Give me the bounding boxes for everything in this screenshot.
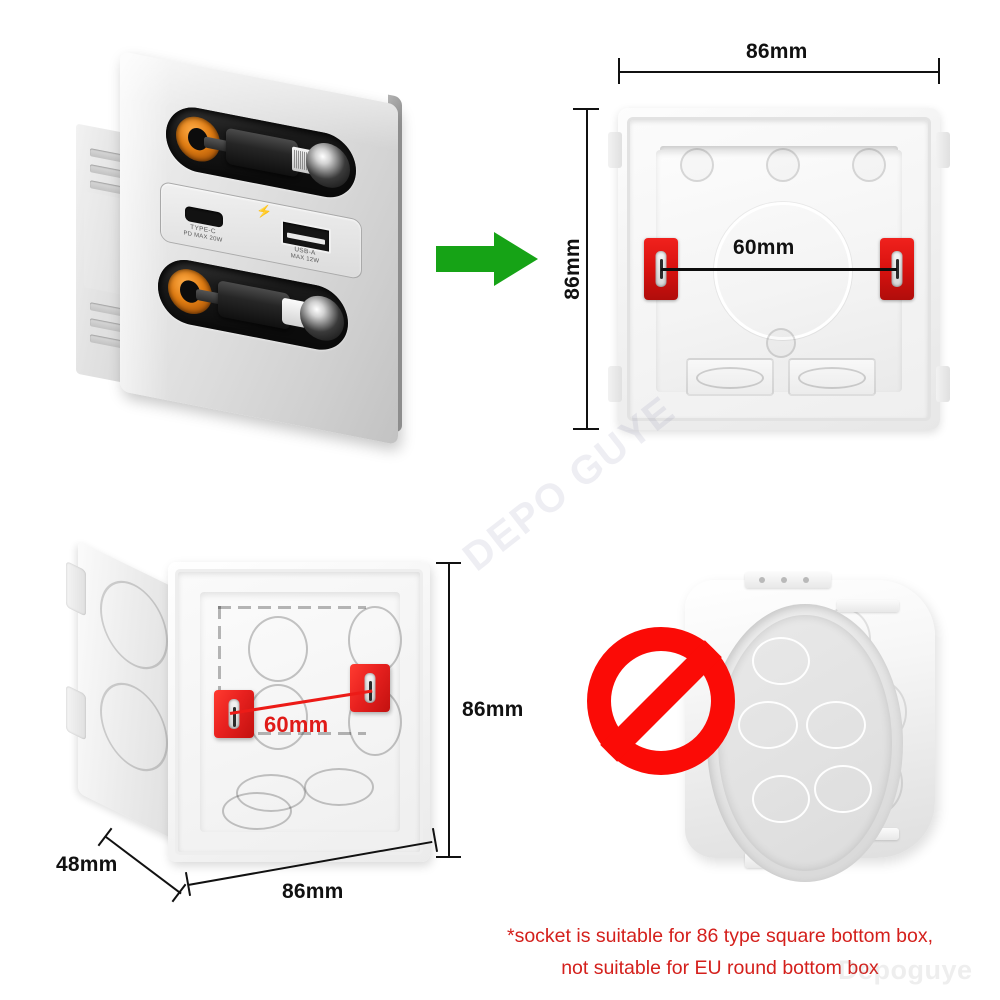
- iso-depth-label: 48mm: [56, 853, 118, 876]
- eu-round-bottom-box: [685, 572, 935, 882]
- compatibility-caption: *socket is suitable for 86 type square b…: [450, 920, 990, 984]
- bf-height-dim-line: [586, 108, 588, 430]
- usb-c-connector: [218, 280, 290, 331]
- iso-width-label: 86mm: [282, 880, 344, 903]
- caption-line-1: *socket is suitable for 86 type square b…: [507, 925, 933, 947]
- box-iso-figure: 60mm 86mm 86mm 48mm: [56, 540, 550, 940]
- bf-screw-spacing-label: 60mm: [733, 236, 795, 259]
- mounting-clip-right-iso: [350, 664, 390, 712]
- box-front-figure: 86mm 86mm: [560, 40, 980, 460]
- caption-line-2: not suitable for EU round bottom box: [561, 957, 879, 980]
- bf-width-label: 86mm: [746, 40, 808, 63]
- square-bottom-box-front: 60mm: [608, 108, 950, 430]
- socket-panel-figure: ⚡ TYPE-C PD MAX 20W USB-A MAX 12W: [70, 50, 450, 460]
- slot-dome-gloss: [300, 291, 344, 345]
- arrow-right-icon: [432, 228, 542, 290]
- square-bottom-box-iso: 60mm: [168, 562, 430, 862]
- round-box-open-face: [707, 604, 903, 882]
- box-cavity: [656, 148, 902, 396]
- bf-height-label: 86mm: [560, 238, 584, 300]
- iso-height-dim-line: [448, 562, 450, 858]
- prohibition-icon: [587, 627, 735, 775]
- bf-screw-spacing-line: [661, 268, 897, 271]
- round-box-figure: [565, 545, 985, 905]
- socket-faceplate: ⚡ TYPE-C PD MAX 20W USB-A MAX 12W: [120, 50, 398, 446]
- iso-screw-spacing-label: 60mm: [264, 712, 329, 737]
- slot-dome-gloss: [306, 139, 350, 192]
- lightning-bolt-icon: ⚡: [256, 202, 273, 221]
- center-knockout: [714, 202, 852, 340]
- bf-width-dim-line: [618, 71, 940, 73]
- lightning-connector: [226, 127, 298, 178]
- iso-height-label: 86mm: [462, 698, 524, 721]
